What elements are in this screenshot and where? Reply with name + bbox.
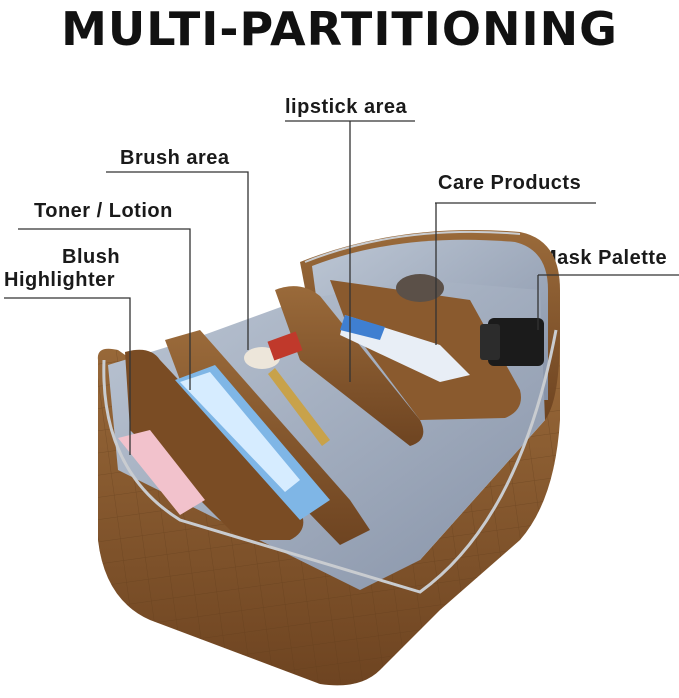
heading: MULTI-PARTITIONING — [61, 2, 618, 56]
label-toner-lotion: Toner / Lotion — [34, 200, 173, 222]
label-highlighter: Highlighter — [4, 269, 116, 291]
zipper-track — [102, 329, 558, 594]
label-mask-palette: Mask Palette — [540, 247, 668, 269]
label-care-products: Care Products — [438, 172, 582, 194]
bag-contents — [118, 274, 544, 520]
label-blush: Blush — [62, 246, 121, 268]
zipper-track-back — [304, 230, 521, 263]
label-brush-area: Brush area — [120, 147, 230, 169]
label-lipstick-area: lipstick area — [285, 96, 408, 118]
leader-lines — [4, 120, 679, 455]
